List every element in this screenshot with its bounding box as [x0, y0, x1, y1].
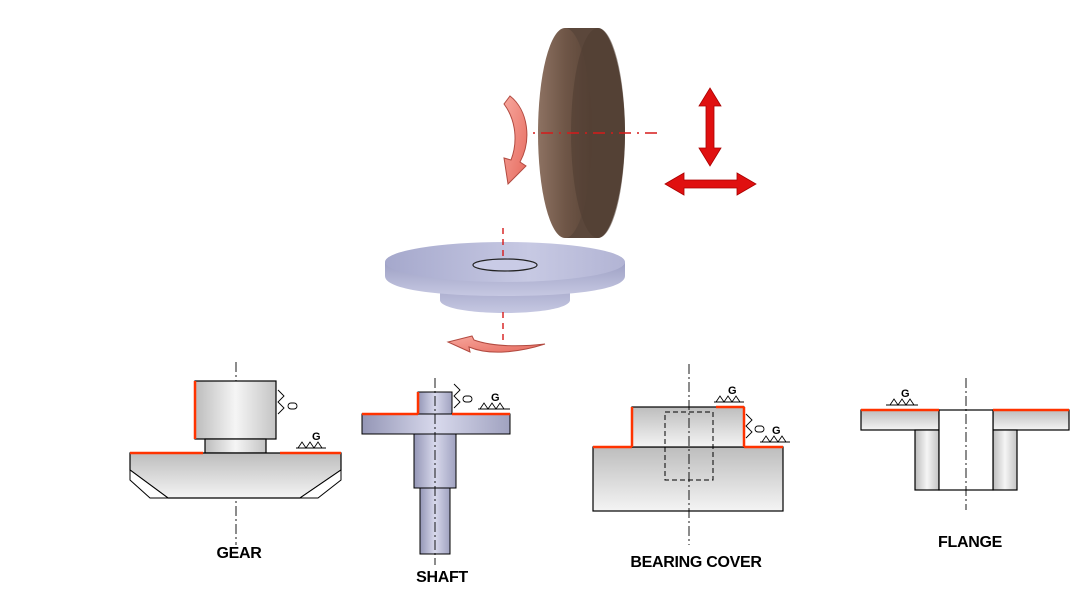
bearing-cover-grind-symbol-top: G — [728, 385, 737, 397]
vertical-feed-arrow — [698, 87, 722, 167]
gear-label: GEAR — [216, 545, 262, 562]
shaft-part — [361, 378, 511, 565]
wheel-rotation-arrow — [503, 95, 528, 186]
flange-part — [860, 378, 1070, 510]
bearing-cover-grind-symbol-side: G — [772, 425, 781, 437]
rotary-table — [385, 242, 625, 313]
grinding-wheel — [538, 28, 625, 238]
table-rotation-arrow — [446, 335, 546, 353]
horizontal-feed-arrow — [664, 172, 757, 196]
bearing-cover-part — [592, 364, 790, 545]
gear-part — [129, 362, 342, 545]
bearing-cover-label: BEARING COVER — [630, 554, 762, 571]
shaft-label: SHAFT — [416, 569, 468, 586]
flange-label: FLANGE — [938, 534, 1003, 551]
gear-grind-symbol: G — [312, 431, 321, 443]
shaft-grind-symbol: G — [491, 392, 500, 404]
flange-grind-symbol: G — [901, 388, 910, 400]
